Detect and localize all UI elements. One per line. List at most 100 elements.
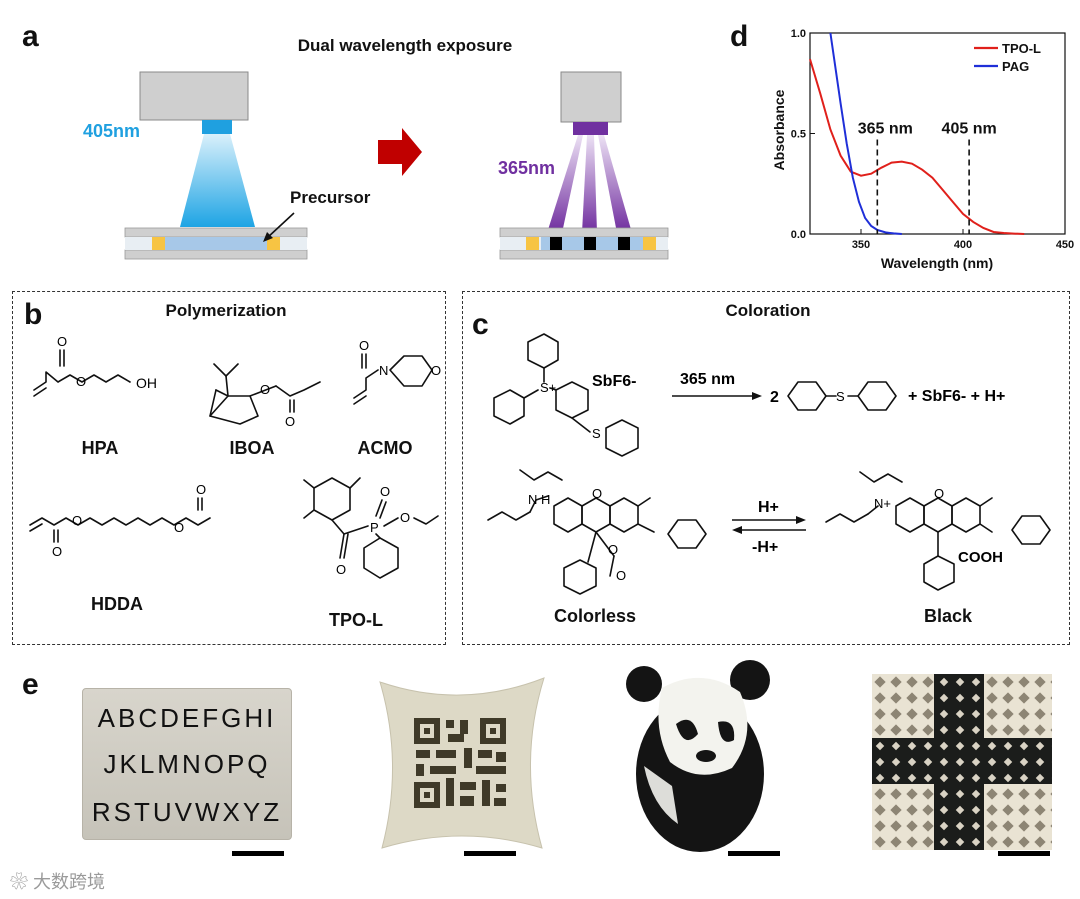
equilibrium-reverse: -H+ [752,539,778,556]
label-acmo: ACMO [357,438,413,458]
panel-b-title: Polymerization [165,301,287,320]
photo-letters: ABCDEFGHI JKLMNOPQ RSTUVWXYZ [82,688,292,840]
precursor-layer [165,237,267,250]
equilibrium-forward: H+ [758,499,779,516]
reaction1-products: + SbF6- + H+ [908,388,1005,405]
watermark-logo-icon: ❀ [10,872,28,892]
spacer-left-a [152,237,165,250]
dye-o-lactone: O [608,542,618,557]
dye-o-carbonyl: O [616,568,626,583]
label-hdda: HDDA [91,594,143,614]
scale-bar-1 [232,851,284,856]
panel-a-title: Dual wavelength exposure [297,36,513,55]
iboa-o2: O [285,414,295,429]
reaction1-arrow-label: 365 nm [680,371,735,388]
sulfide-s: S [836,389,845,404]
scale-bar-3 [728,851,780,856]
structure-iboa: O O [209,363,321,429]
hdda-o1: O [52,544,62,559]
structure-pag: S+ S SbF6- [493,333,639,457]
photo-panda [626,660,770,852]
wavelength-365-label: 365nm [498,158,556,178]
spacer-right-a [526,237,539,250]
x-axis-label: Wavelength (nm) [881,255,993,271]
reaction1-coef: 2 [770,389,779,406]
spacer-left-b [267,237,280,250]
projector-right-lens [573,122,608,135]
label-hpa: HPA [81,438,119,458]
glass-bottom-left [124,249,308,260]
acmo-n: N [379,363,388,378]
x-tick-label: 400 [954,239,972,251]
label-black: Black [923,606,973,626]
structure-hdda: O O O O [29,482,211,559]
panel-d-label: d [730,20,749,53]
exposure-schematic [124,71,669,260]
photo-lattice [872,674,1052,850]
structure-colorless-dye: N H O O O [487,469,707,595]
dye-pixel-1 [550,237,562,250]
wavelength-405-label: 405nm [83,121,141,141]
hpa-o1: O [57,334,67,349]
annotation-label: 405 nm [942,121,997,138]
photo-qr-code [379,677,545,849]
acmo-o1: O [359,338,369,353]
structure-diphenyl-sulfide: 2 S [770,381,897,411]
iboa-o1: O [260,382,270,397]
panel-e-label: e [22,668,39,701]
legend-label-pag: PAG [1002,59,1029,74]
letters-row-3: RSTUVWXYZ [91,797,283,827]
tpol-o1: O [336,562,346,577]
pag-s: S [592,426,601,441]
glass-top-right [499,227,669,238]
letters-row-1: ABCDEFGHI [97,703,277,733]
light-beam-3 [598,135,632,233]
pag-s-plus: S+ [540,380,556,395]
y-tick-label: 1.0 [791,28,806,40]
panel-b-label: b [24,298,43,331]
hpa-o2: O [76,374,86,389]
label-iboa: IBOA [229,438,275,458]
panel-b-box [12,291,446,645]
dye-n-left: N H [528,492,550,507]
precursor-label: Precursor [290,188,371,207]
letters-row-2: JKLMNOPQ [103,749,271,779]
spacer-right-b [643,237,656,250]
watermark: ❀ 大数跨境 [10,872,106,892]
panel-c-box [462,291,1070,645]
dye-pixel-3 [618,237,630,250]
hpa-oh: OH [136,375,157,391]
panel-c-title: Coloration [725,301,811,320]
structure-hpa: O O OH [33,334,157,397]
y-axis-label: Absorbance [771,89,787,170]
hdda-o2: O [72,513,82,528]
projector-left-lens [202,120,232,134]
scale-bar-4 [998,851,1050,856]
dye-o-ring-2: O [934,486,944,501]
annotation-label: 365 nm [858,121,913,138]
series-line-pag [829,32,902,235]
dye-n-plus: N+ [874,496,891,511]
x-tick-label: 350 [852,239,870,251]
light-beam-2 [582,135,597,233]
x-tick-label: 450 [1056,239,1074,251]
tpol-o2: O [380,484,390,499]
dye-pixel-2 [584,237,596,250]
pag-anion: SbF6- [592,373,636,390]
structure-black-dye: N+ O COOH [825,471,1051,591]
hdda-o3: O [174,520,184,535]
label-tpol: TPO-L [329,610,383,630]
coloration-scheme: S+ S SbF6- 365 nm 2 S + SbF6- + H+ N H O… [487,333,1051,595]
tpol-p: P [370,520,379,535]
light-cone-405 [180,134,255,227]
legend-label-tpo-l: TPO-L [1002,41,1041,56]
y-tick-label: 0.5 [791,129,806,141]
structure-tpol: O P O O [303,477,439,579]
scale-bar-2 [464,851,516,856]
projector-right [560,71,622,123]
structure-acmo: O N O [353,338,441,405]
dye-o-ring: O [592,486,602,501]
hdda-o4: O [196,482,206,497]
monomer-structures: O O OH O O O N O O O O O [29,334,441,579]
